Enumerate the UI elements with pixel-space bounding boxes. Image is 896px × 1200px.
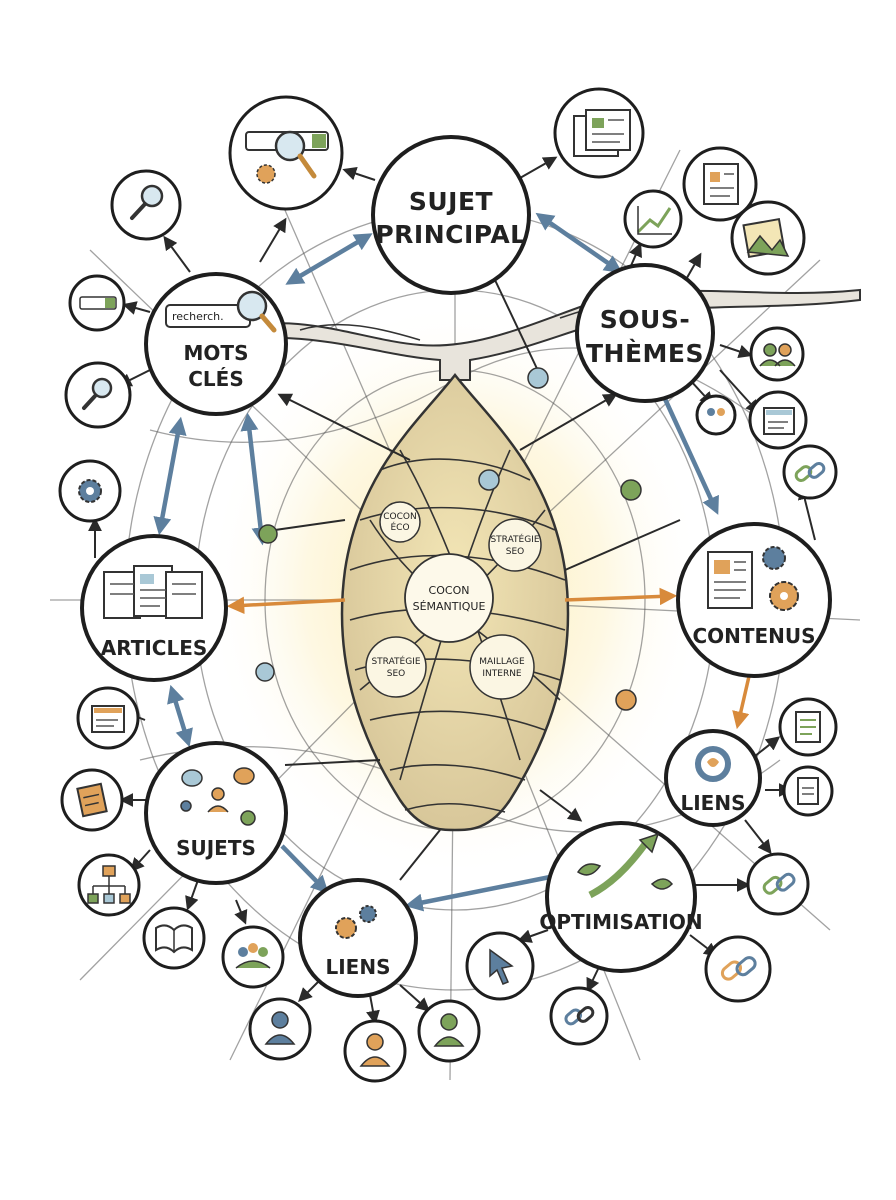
dot-blue-1 [255,662,275,682]
webpage-icon [748,390,808,450]
inner-label-maillage-2: INTERNE [482,669,522,679]
gear-icon [58,459,122,523]
inner-circle-strategie-seo-bottom [365,636,427,698]
node-liens-bottom-label: LIENS [326,955,391,979]
users-icon [695,394,737,436]
dot-orange-1 [615,689,637,711]
node-sujet-principal-line2: PRINCIPAL [375,220,526,249]
center-title-line2: SÉMANTIQUE [413,600,486,613]
node-articles: ARTICLES [80,534,228,682]
node-mots-cles-line2: CLÉS [188,367,244,391]
link-icon [549,986,609,1046]
node-sous-themes-line2: THÈMES [586,339,704,368]
magnifier-icon [236,290,277,333]
magnifier-icon [64,361,132,429]
node-contenus-label: CONTENUS [692,624,815,648]
link-icon [704,935,772,1003]
webpage-icon [76,686,140,750]
webpage-icon [682,146,758,222]
node-sujet-principal-line1: SUJET [409,187,493,216]
link-icon [782,444,838,500]
connectors [153,212,752,912]
inner-label-strategie-bottom-1: STRATÉGIE [371,655,420,667]
node-mots-cles-line1: MOTS [184,341,249,365]
node-sujets-label: SUJETS [176,836,256,860]
link-icon [746,852,810,916]
inner-circle-strategie-seo-top [488,518,542,572]
document-icon [778,697,838,757]
node-liens-bottom: LIENS [298,878,418,998]
dot-green-2 [620,479,642,501]
inner-label-strategie-top-2: SEO [506,547,524,557]
cocoon: COCON ÉCO STRATÉGIE SEO COCON SÉMANTIQUE… [340,372,570,832]
dot-blue-3 [478,469,500,491]
people-icon [221,925,285,989]
gear-icon [762,546,799,611]
inner-label-cocon-eco-1: COCON [383,512,416,522]
inner-label-strategie-top-1: STRATÉGIE [490,533,539,545]
webpage-icon [707,551,753,609]
search-bar-icon [68,274,126,332]
gears-icon [335,905,377,939]
node-sujets: SUJETS [144,741,288,885]
documents-icon [103,565,203,619]
magnifier-icon [110,169,182,241]
node-liens-right-label: LIENS [681,791,746,815]
inner-label-cocon-eco-2: ÉCO [390,521,409,533]
hierarchy-icon [77,853,141,917]
inner-label-strategie-bottom-2: SEO [387,669,405,679]
person-icon [417,999,481,1063]
chart-icon [623,189,683,249]
satellite-arrows [88,156,816,1025]
document-icon [553,87,645,179]
cursor-icon [465,931,535,1001]
center-title-line1: COCON [429,584,470,597]
node-articles-label: ARTICLES [101,636,208,660]
node-optimisation: OPTIMISATION [539,821,703,973]
node-sujet-principal: SUJET PRINCIPAL [371,135,531,295]
dot-green-1 [258,524,278,544]
people-icon [749,326,805,382]
node-mots-cles: recherch. MOTS CLÉS [144,272,288,416]
document-icon [782,765,834,817]
heart-link-icon [695,746,731,782]
person-icon [343,1019,407,1083]
people-network-icon [180,767,256,826]
node-sous-themes-line1: SOUS- [600,305,690,334]
node-liens-right: LIENS [664,729,762,827]
person-icon [248,997,312,1061]
inner-circle-maillage-interne [469,634,535,700]
book-icon [142,906,206,970]
note-icon [60,768,124,832]
search-keyword-icon [228,95,344,211]
tree-branch [229,288,861,381]
inner-circle-cocon-semantique [404,553,494,643]
dot-blue-2 [527,367,549,389]
growth-arrow-icon [576,832,674,899]
inner-circle-cocon-eco [379,501,421,543]
satellite-icons [58,87,838,1083]
images-icon [730,200,806,276]
node-optimisation-label: OPTIMISATION [539,910,702,934]
inner-label-maillage-1: MAILLAGE [479,657,525,667]
search-bar-text: recherch. [172,310,224,323]
node-contenus: CONTENUS [676,522,832,678]
node-sous-themes: SOUS- THÈMES [575,263,715,403]
